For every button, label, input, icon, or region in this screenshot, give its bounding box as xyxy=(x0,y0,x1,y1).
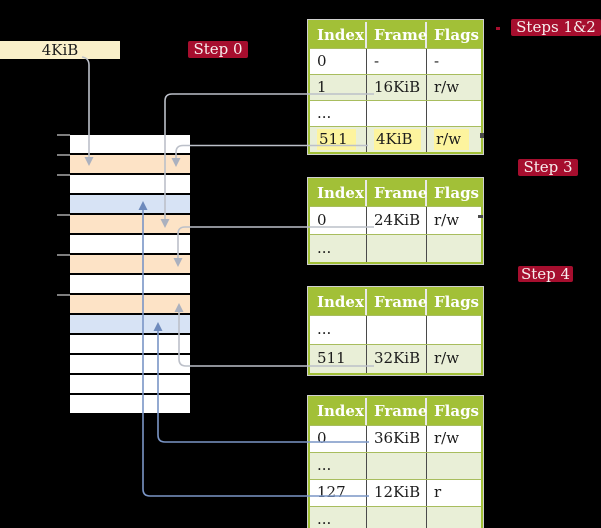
table-row: ... xyxy=(310,100,481,126)
col-header-index: Index xyxy=(310,398,367,425)
memory-frame-row xyxy=(70,275,190,293)
step-0-label: Step 0 xyxy=(188,41,248,58)
page-table-step-4: Index Frame Flags ... 511 32KiB r/w xyxy=(308,287,483,375)
table-row: ... xyxy=(310,234,481,262)
col-header-flags: Flags xyxy=(427,180,481,206)
memory-frame-row xyxy=(70,175,190,193)
memory-frame-row xyxy=(70,315,190,333)
steps-1-2-label: Steps 1&2 xyxy=(511,19,601,36)
page-table-step-3: Index Frame Flags 0 24KiB r/w ... xyxy=(308,178,483,264)
highlight: r/w xyxy=(434,129,470,150)
artifact-dash xyxy=(480,133,484,138)
memory-tick xyxy=(57,214,70,216)
table-header-row: Index Frame Flags xyxy=(310,289,481,315)
memory-tick xyxy=(57,134,70,136)
memory-frame-row xyxy=(70,235,190,253)
artifact-dash xyxy=(496,27,500,30)
table-row: 0 - - xyxy=(310,48,481,74)
col-header-index: Index xyxy=(310,180,367,206)
memory-frame-row xyxy=(70,255,190,273)
memory-frame-row xyxy=(70,375,190,393)
memory-tick xyxy=(57,154,70,156)
table-header-row: Index Frame Flags xyxy=(310,22,481,48)
artifact-dash xyxy=(478,215,483,218)
root-pointer-box: 4KiB xyxy=(0,41,120,59)
col-header-frame: Frame xyxy=(367,289,427,315)
memory-frame-row xyxy=(70,195,190,213)
page-table-level-1: Index Frame Flags 0 36KiB r/w ... 127 12… xyxy=(308,396,483,528)
col-header-index: Index xyxy=(310,289,367,315)
table-row: ... xyxy=(310,315,481,344)
memory-tick xyxy=(57,254,70,256)
memory-tick xyxy=(57,174,70,176)
memory-frame-row xyxy=(70,355,190,373)
table-row: ... xyxy=(310,506,481,528)
memory-frame-row xyxy=(70,395,190,413)
step-3-label: Step 3 xyxy=(518,159,578,176)
memory-frame-row xyxy=(70,215,190,233)
table-row: 0 24KiB r/w xyxy=(310,206,481,234)
step-4-label: Step 4 xyxy=(518,266,573,282)
table-row: 1 16KiB r/w xyxy=(310,74,481,100)
table-row: 511 32KiB r/w xyxy=(310,344,481,373)
highlight: 4KiB xyxy=(374,129,421,150)
table-row: 127 12KiB r xyxy=(310,479,481,506)
table-row-highlighted: 511 4KiB r/w xyxy=(310,126,481,152)
col-header-index: Index xyxy=(310,22,367,48)
highlight: 511 xyxy=(317,129,356,150)
col-header-frame: Frame xyxy=(367,398,427,425)
col-header-frame: Frame xyxy=(367,180,427,206)
table-row: 0 36KiB r/w xyxy=(310,425,481,452)
memory-frame-row xyxy=(70,155,190,173)
table-header-row: Index Frame Flags xyxy=(310,398,481,425)
col-header-flags: Flags xyxy=(427,22,481,48)
page-table-steps-1-2: Index Frame Flags 0 - - 1 16KiB r/w ... … xyxy=(308,20,483,154)
table-row: ... xyxy=(310,452,481,479)
col-header-frame: Frame xyxy=(367,22,427,48)
col-header-flags: Flags xyxy=(427,289,481,315)
memory-frame-row xyxy=(70,335,190,353)
physical-memory-stack xyxy=(70,135,190,415)
table-header-row: Index Frame Flags xyxy=(310,180,481,206)
memory-frame-row xyxy=(70,135,190,153)
memory-tick xyxy=(57,294,70,296)
memory-frame-row xyxy=(70,295,190,313)
col-header-flags: Flags xyxy=(427,398,481,425)
